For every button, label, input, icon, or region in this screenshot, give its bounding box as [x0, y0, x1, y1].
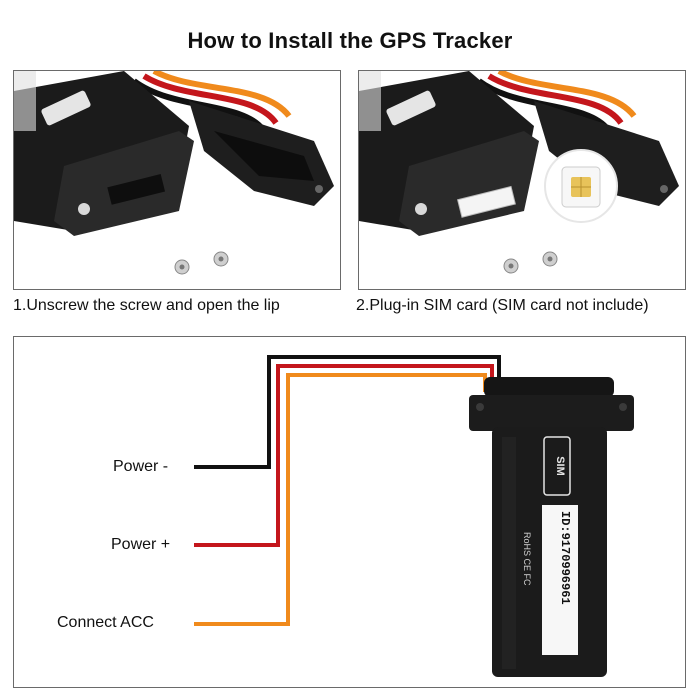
- step-2-image: [358, 70, 686, 290]
- label-power-negative: Power -: [113, 458, 169, 475]
- lid-open: [534, 101, 679, 206]
- label-power-positive: Power +: [111, 536, 171, 553]
- wire-orange: [194, 373, 487, 626]
- sim-card-icon: [544, 149, 618, 223]
- device-sim-label: SIM: [554, 456, 566, 476]
- step-2-caption: 2.Plug-in SIM card (SIM card not include…: [356, 297, 649, 314]
- wiring-diagram: SIM RoHS CE FC ID:9170996961: [13, 336, 686, 688]
- device-id-label: ID:9170996961: [558, 511, 572, 605]
- wire-red: [194, 364, 494, 547]
- wire-black: [194, 355, 501, 469]
- screws: [503, 251, 558, 274]
- lid-open: [189, 101, 334, 206]
- gps-device-body: [359, 71, 539, 236]
- gps-device: SIM RoHS CE FC ID:9170996961: [469, 377, 634, 677]
- page-title: How to Install the GPS Tracker: [187, 28, 513, 53]
- gps-device-body: [14, 71, 194, 236]
- step-1-caption: 1.Unscrew the screw and open the lip: [13, 297, 280, 314]
- certification-marks: RoHS CE FC: [522, 532, 532, 586]
- label-connect-acc: Connect ACC: [57, 614, 154, 631]
- sim-card-inserted: [457, 185, 516, 218]
- screws: [174, 251, 229, 275]
- step-1-image: [13, 70, 341, 290]
